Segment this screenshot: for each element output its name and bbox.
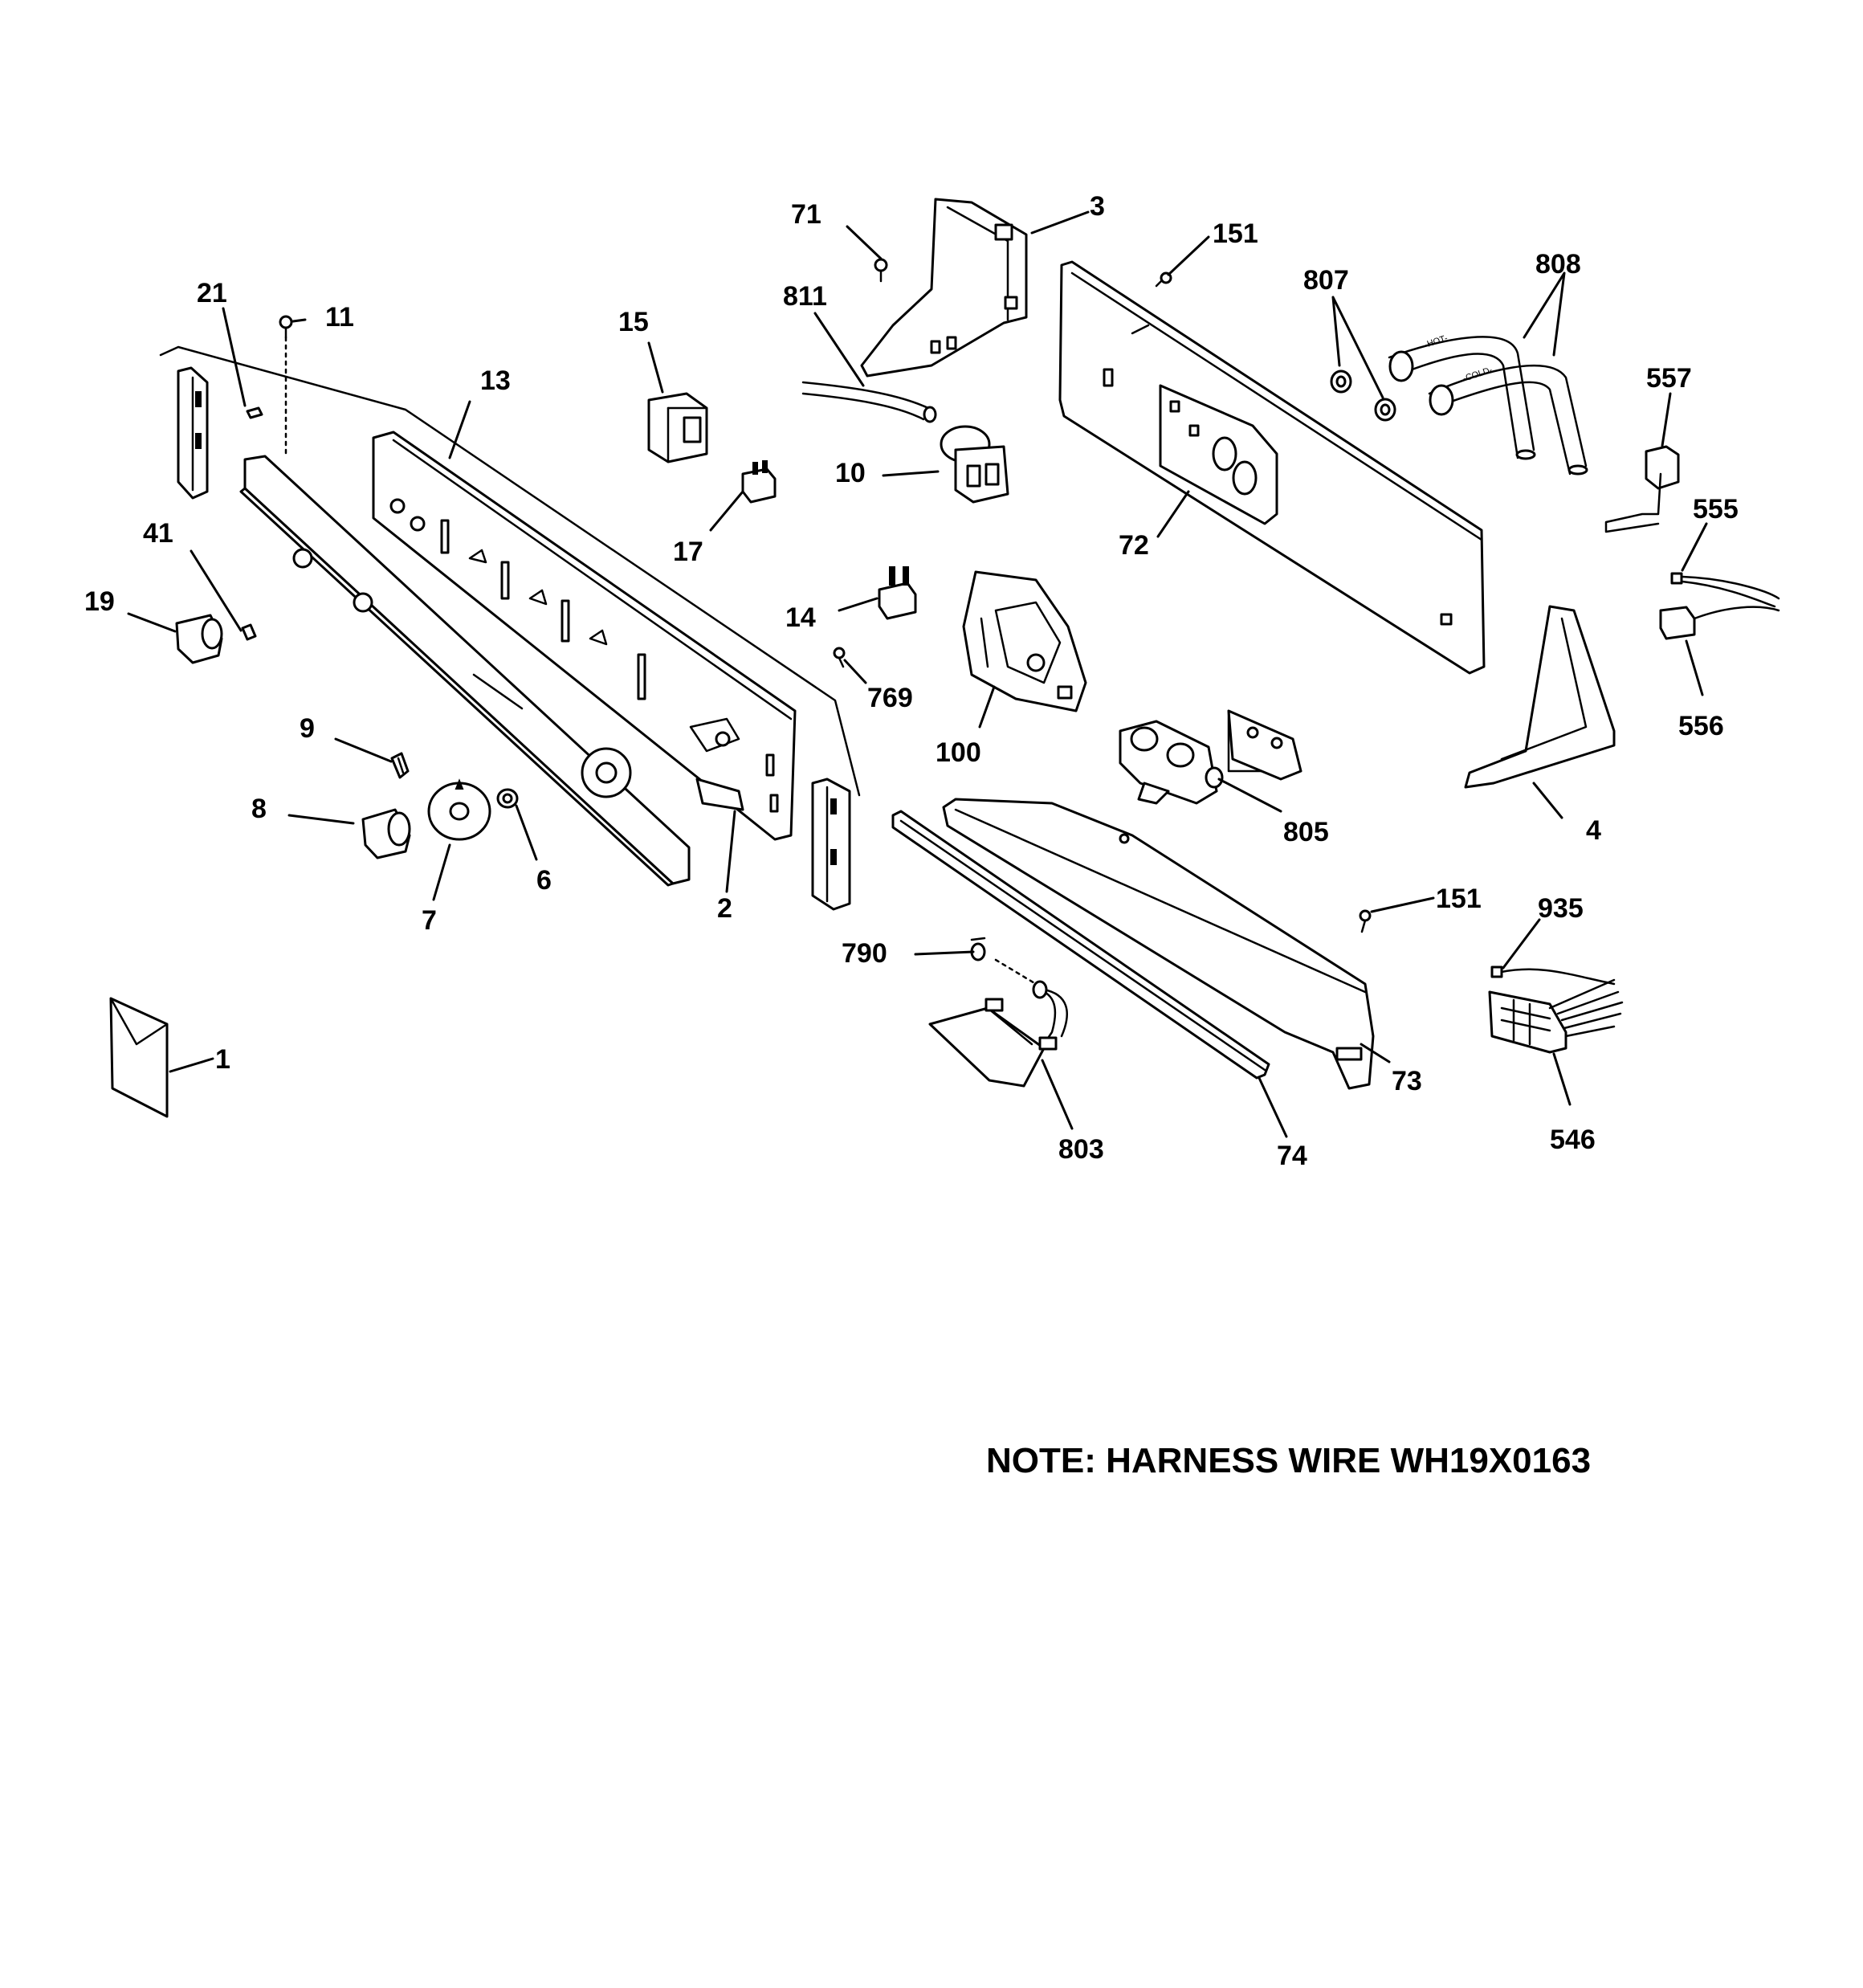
part-72-backsplash <box>1058 260 1486 675</box>
callout-72: 72 <box>1119 530 1149 561</box>
callout-73: 73 <box>1392 1066 1422 1096</box>
callout-790: 790 <box>842 938 887 969</box>
part-555-wire <box>1670 572 1780 608</box>
part-1-envelope <box>109 997 169 1118</box>
callout-2: 2 <box>717 893 732 924</box>
part-546-harness-connector <box>1488 978 1624 1054</box>
part-41-clip <box>241 623 257 641</box>
callout-556: 556 <box>1678 711 1724 741</box>
callout-14: 14 <box>785 602 816 633</box>
callout-10: 10 <box>835 458 866 488</box>
part-71-screw <box>874 258 888 283</box>
callout-71: 71 <box>791 199 821 230</box>
part-4-bracket <box>1464 605 1616 789</box>
part-valve-bracket <box>1227 709 1302 781</box>
callout-935: 935 <box>1538 893 1584 924</box>
callout-3: 3 <box>1090 191 1105 222</box>
part-935-wire <box>1490 965 1616 986</box>
callout-151-top: 151 <box>1213 218 1258 249</box>
callout-1: 1 <box>215 1044 230 1075</box>
callout-6: 6 <box>536 865 552 896</box>
part-808-hoses: -HOT- -COLD- <box>1388 333 1588 476</box>
harness-note: NOTE: HARNESS WIRE WH19X0163 <box>986 1441 1591 1480</box>
part-8-knob <box>361 808 411 859</box>
part-3-bracket <box>860 198 1028 378</box>
screw-11 <box>279 315 293 459</box>
part-17-switch <box>741 460 777 504</box>
part-151-screw-lower <box>1359 909 1372 933</box>
callout-100: 100 <box>936 737 981 768</box>
callout-41: 41 <box>143 518 173 549</box>
part-557-switch <box>1604 445 1680 533</box>
callout-808: 808 <box>1535 249 1581 280</box>
callout-807: 807 <box>1303 265 1349 296</box>
callout-769: 769 <box>867 683 913 713</box>
part-807-washers <box>1330 369 1396 422</box>
part-13-control-panel <box>239 455 691 887</box>
screw-21 <box>246 406 263 419</box>
callout-8: 8 <box>251 794 267 824</box>
part-21-left-endcap <box>177 366 209 500</box>
part-100-timer <box>962 570 1087 712</box>
part-7-dial <box>427 778 491 841</box>
part-805-water-valve <box>1119 709 1302 805</box>
callout-labels: 1 2 3 4 6 7 8 9 10 11 13 14 15 17 19 21 … <box>84 191 1739 1171</box>
part-10-pressure-switch <box>940 425 1009 504</box>
callout-17: 17 <box>673 537 703 567</box>
callout-15: 15 <box>618 307 649 337</box>
callout-19: 19 <box>84 586 115 617</box>
callout-151-lower: 151 <box>1436 884 1482 914</box>
callout-805: 805 <box>1283 817 1329 847</box>
part-2-panel-backplate <box>372 431 797 841</box>
part-556-connector <box>1659 606 1780 640</box>
callout-21: 21 <box>197 278 227 308</box>
part-811-tube <box>801 381 937 423</box>
callout-9: 9 <box>300 713 315 744</box>
callout-13: 13 <box>480 365 511 396</box>
callout-811: 811 <box>783 281 827 312</box>
callout-555: 555 <box>1693 494 1739 525</box>
part-769-screw <box>833 647 846 668</box>
part-right-endcap <box>811 778 851 911</box>
callout-74: 74 <box>1277 1141 1307 1171</box>
callout-557: 557 <box>1646 363 1692 394</box>
part-74-strip <box>891 810 1270 1080</box>
callout-11: 11 <box>325 302 354 333</box>
part-73-base-cover <box>942 798 1375 1090</box>
callout-803: 803 <box>1058 1134 1104 1165</box>
callout-7: 7 <box>422 905 437 936</box>
part-9-clip <box>390 752 410 779</box>
leader-lines <box>127 210 1708 1138</box>
hose-label-cold: -COLD- <box>1461 365 1494 384</box>
outline-reference-line <box>159 345 861 797</box>
hose-label-hot: -HOT- <box>1423 333 1449 350</box>
part-803-dispenser <box>928 980 1068 1088</box>
part-15-switch <box>647 392 708 463</box>
part-790-clamp <box>970 937 1037 986</box>
part-6-bushing <box>496 788 519 809</box>
callout-4: 4 <box>1586 815 1601 846</box>
callout-546: 546 <box>1550 1125 1596 1155</box>
part-19-knob <box>175 614 223 664</box>
part-14-switch <box>878 566 917 620</box>
